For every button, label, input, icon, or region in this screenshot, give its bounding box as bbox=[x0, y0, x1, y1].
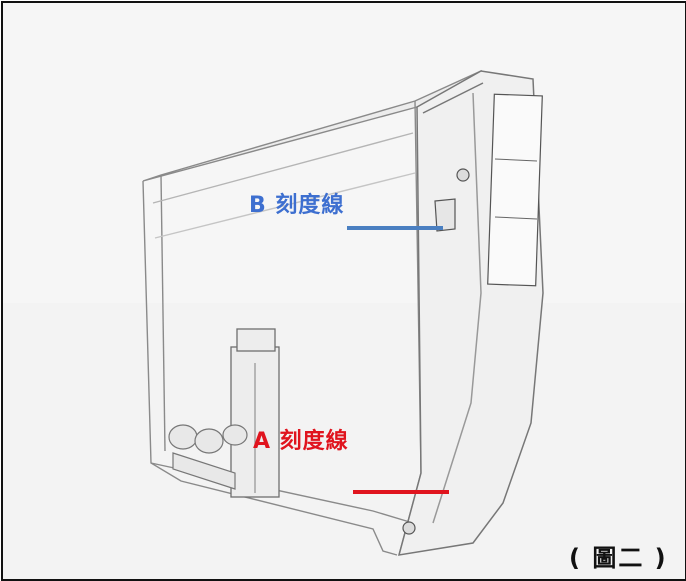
b-scale-label: B 刻度線 bbox=[249, 193, 345, 218]
screw-bottom bbox=[402, 521, 416, 535]
float-column bbox=[230, 328, 280, 498]
energy-badge bbox=[487, 93, 543, 287]
latch bbox=[434, 198, 456, 232]
water-tank-sketch bbox=[3, 3, 685, 579]
a-scale-label: A 刻度線 bbox=[253, 429, 349, 454]
figure-caption: ( 圖二 ) bbox=[569, 544, 668, 572]
bottom-valves bbox=[168, 424, 248, 490]
screw-top bbox=[456, 168, 470, 182]
